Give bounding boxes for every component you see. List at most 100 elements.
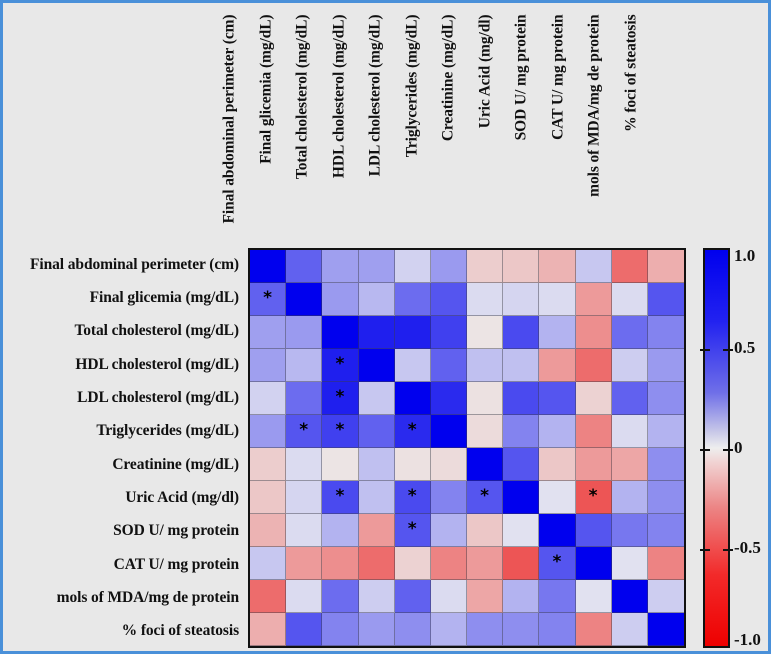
- heatmap-cell: [467, 349, 504, 382]
- heatmap-cell: [286, 547, 323, 580]
- heatmap-cell: [467, 382, 504, 415]
- column-label: Creatinine (mg/dL): [439, 14, 457, 141]
- heatmap-cell: [503, 349, 540, 382]
- colorbar-tick-label: -0.5: [734, 538, 761, 557]
- heatmap-cell: [647, 415, 684, 448]
- heatmap-cell: *: [322, 481, 359, 514]
- heatmap-cell: [286, 349, 323, 382]
- significance-star-icon: *: [299, 419, 309, 440]
- colorbar-tick: [700, 549, 710, 551]
- heatmap-cell: [286, 316, 323, 349]
- row-label: CAT U/ mg protein: [113, 555, 239, 573]
- heatmap-cell: [467, 448, 504, 481]
- heatmap-cell: [322, 514, 359, 547]
- significance-star-icon: *: [480, 485, 490, 506]
- heatmap-cell: [358, 382, 395, 415]
- significance-star-icon: *: [407, 485, 417, 506]
- colorbar-tick: [700, 349, 710, 351]
- heatmap-cell: [250, 415, 287, 448]
- heatmap-cell: [575, 349, 612, 382]
- heatmap-cell: [358, 580, 395, 613]
- heatmap-cell: [611, 514, 648, 547]
- column-labels: Final abdominal perimeter (cm)Final glic…: [221, 11, 686, 248]
- heatmap-cell: [322, 547, 359, 580]
- row-label: % foci of steatosis: [121, 622, 239, 640]
- colorbar-tick: [723, 549, 733, 551]
- heatmap-cell: *: [575, 481, 612, 514]
- heatmap-cell: [611, 547, 648, 580]
- heatmap-cell: [503, 250, 540, 283]
- heatmap-cell: [394, 349, 431, 382]
- heatmap-cell: [647, 349, 684, 382]
- heatmap-cell: [503, 547, 540, 580]
- heatmap-cell: *: [322, 415, 359, 448]
- column-label: LDL cholesterol (mg/dL): [366, 14, 384, 176]
- heatmap-cell: [430, 580, 467, 613]
- significance-star-icon: *: [407, 518, 417, 539]
- heatmap-cell: [611, 481, 648, 514]
- heatmap-cell: [539, 415, 576, 448]
- heatmap-cell: [647, 382, 684, 415]
- heatmap-cell: [575, 283, 612, 316]
- heatmap-cell: [647, 316, 684, 349]
- heatmap-cell: [430, 250, 467, 283]
- heatmap-cell: [611, 283, 648, 316]
- heatmap-cell: [575, 415, 612, 448]
- heatmap-cell: [430, 613, 467, 646]
- heatmap-cell: [250, 547, 287, 580]
- colorbar-tick: [723, 349, 733, 351]
- heatmap-cell: *: [322, 382, 359, 415]
- heatmap-cell: [503, 481, 540, 514]
- heatmap-cell: [322, 448, 359, 481]
- heatmap-cell: [503, 283, 540, 316]
- column-label: Uric Acid (mg/dl): [476, 14, 493, 128]
- heatmap-cell: [430, 514, 467, 547]
- heatmap-cell: [503, 316, 540, 349]
- column-label: HDL cholesterol (mg/dL): [330, 14, 347, 178]
- heatmap-cell: [286, 250, 323, 283]
- heatmap-cell: [430, 316, 467, 349]
- heatmap-cell: [250, 481, 287, 514]
- heatmap-cell: [358, 415, 395, 448]
- heatmap-cell: [503, 613, 540, 646]
- row-label: Final abdominal perimeter (cm): [30, 255, 239, 273]
- heatmap-cell: [358, 481, 395, 514]
- significance-star-icon: *: [263, 287, 273, 308]
- heatmap-cell: [394, 316, 431, 349]
- heatmap-cell: [539, 514, 576, 547]
- heatmap-cell: [250, 316, 287, 349]
- heatmap-cell: *: [322, 349, 359, 382]
- heatmap-cell: [394, 250, 431, 283]
- heatmap-cell: [539, 250, 576, 283]
- row-label: Triglycerides (mg/dL): [96, 422, 239, 440]
- heatmap-cell: [467, 613, 504, 646]
- significance-star-icon: *: [335, 419, 345, 440]
- heatmap-cell: [358, 316, 395, 349]
- heatmap-cell: [647, 613, 684, 646]
- heatmap-cell: [575, 448, 612, 481]
- heatmap-cell: [322, 283, 359, 316]
- heatmap-cell: [430, 283, 467, 316]
- heatmap-cell: [250, 613, 287, 646]
- heatmap-cell: [430, 415, 467, 448]
- significance-star-icon: *: [335, 485, 345, 506]
- column-label: SOD U/ mg protein: [512, 14, 530, 140]
- heatmap-plot-area: ************: [248, 248, 686, 648]
- heatmap-cell: [467, 316, 504, 349]
- column-label: Total cholesterol (mg/dL): [293, 14, 311, 179]
- heatmap-cell: [611, 349, 648, 382]
- heatmap-cell: [647, 547, 684, 580]
- colorbar-tick-label: 0: [734, 438, 743, 457]
- heatmap-cell: [467, 283, 504, 316]
- heatmap-cell: [322, 613, 359, 646]
- column-label: Final glicemia (mg/dL): [257, 14, 274, 164]
- row-label: HDL cholesterol (mg/dL): [75, 355, 239, 373]
- heatmap-cell: [286, 448, 323, 481]
- heatmap-cell: [430, 547, 467, 580]
- heatmap-cell: [647, 283, 684, 316]
- heatmap-cell: [647, 250, 684, 283]
- colorbar-gradient: [705, 250, 728, 646]
- heatmap-cell: *: [467, 481, 504, 514]
- heatmap-cell: [250, 349, 287, 382]
- colorbar-tick: [723, 449, 733, 451]
